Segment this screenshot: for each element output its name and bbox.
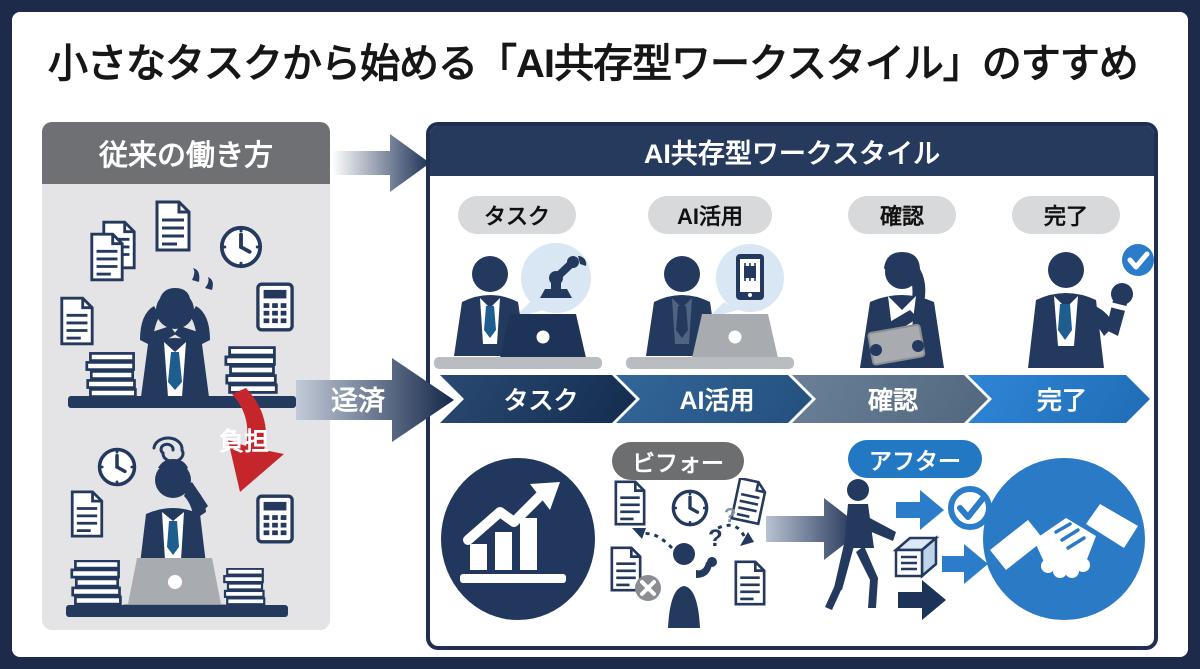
transition-arrow-label: 迳済	[331, 386, 386, 416]
canvas: 小さなタスクから始める「AI共存型ワークスタイル」のすすめ 従来の働き方	[12, 12, 1188, 657]
desk	[434, 357, 602, 369]
paper-stack-icon	[224, 345, 278, 395]
stressed-worker-illustration	[60, 200, 296, 408]
laptop-icon	[692, 314, 778, 358]
step-badge-done: 完了	[1012, 196, 1120, 234]
document-icon	[60, 296, 94, 346]
traditional-workstyle-panel: 従来の働き方	[42, 122, 330, 630]
right-panel-header: AI共存型ワークスタイル	[430, 126, 1154, 176]
process-step-ai: AI活用	[616, 375, 812, 423]
before-cluster: ? ?	[610, 478, 769, 628]
dotted-arrow-icon	[639, 523, 748, 550]
arrow-icon	[942, 544, 988, 584]
laptop-icon	[500, 314, 586, 358]
robot-arm-icon	[540, 255, 587, 298]
paper-stack-icon	[222, 568, 266, 605]
persona-check	[860, 252, 944, 368]
burden-arrow: 負担	[219, 388, 284, 492]
box-icon	[892, 535, 940, 579]
desk	[66, 605, 288, 617]
x-badge-icon	[635, 575, 661, 601]
document-icon	[734, 560, 766, 606]
laptop-icon	[122, 558, 228, 611]
stressed-person-icon	[140, 268, 213, 397]
clock-icon	[671, 489, 709, 527]
persona-done	[1028, 244, 1154, 368]
paper-stack-icon	[70, 560, 122, 605]
document-icon	[614, 480, 646, 526]
question-mark: ?	[708, 525, 723, 552]
after-cluster	[825, 479, 992, 620]
step-badge-ai: AI活用	[648, 196, 772, 234]
page-title: 小さなタスクから始める「AI共存型ワークスタイル」のすすめ	[48, 42, 1139, 86]
ai-workstyle-panel: AI共存型ワークスタイル タスク AI活用 確認 完了	[426, 122, 1158, 650]
walking-person-icon	[825, 479, 896, 610]
before-badge: ビフォー	[612, 442, 744, 480]
step-badge-task: タスク	[458, 196, 576, 234]
paper-stack-icon	[85, 352, 137, 398]
confusion-spiral-icon	[152, 436, 185, 463]
step-badge-check: 確認	[848, 196, 956, 234]
before-after-arrow-icon	[766, 498, 864, 560]
handshake-icon	[983, 458, 1145, 620]
document-icon	[90, 232, 124, 282]
burden-label: 負担	[219, 428, 269, 456]
persona-ai	[626, 244, 794, 369]
process-step-check: 確認	[792, 375, 988, 423]
arrow-icon	[898, 580, 946, 620]
process-step-done: 完了	[968, 375, 1150, 423]
left-panel-header: 従来の働き方	[42, 122, 330, 184]
document-icon	[70, 490, 104, 538]
document-icon	[730, 478, 769, 526]
clock-icon	[219, 225, 263, 269]
tablet-chip-icon	[736, 254, 764, 300]
arrow-icon	[896, 490, 944, 530]
overloaded-worker-illustration	[66, 436, 294, 617]
tired-person-icon	[140, 459, 208, 564]
confused-person-icon	[668, 543, 717, 628]
transition-arrow: 迳済	[296, 358, 454, 442]
desk	[626, 357, 794, 369]
process-step-task: タスク	[440, 375, 636, 423]
question-mark: ?	[724, 505, 736, 527]
persona-task	[434, 243, 602, 369]
panel-transition-arrow-icon	[332, 134, 430, 192]
after-badge: アフター	[848, 440, 982, 478]
growth-chart-icon	[441, 458, 595, 620]
check-badge-icon	[1122, 244, 1154, 276]
businessman-silhouette	[1028, 252, 1133, 368]
clock-icon	[97, 447, 137, 487]
calculator-icon	[256, 282, 294, 332]
check-circle-icon	[948, 486, 992, 530]
calculator-icon	[256, 494, 294, 544]
document-icon	[155, 200, 191, 252]
